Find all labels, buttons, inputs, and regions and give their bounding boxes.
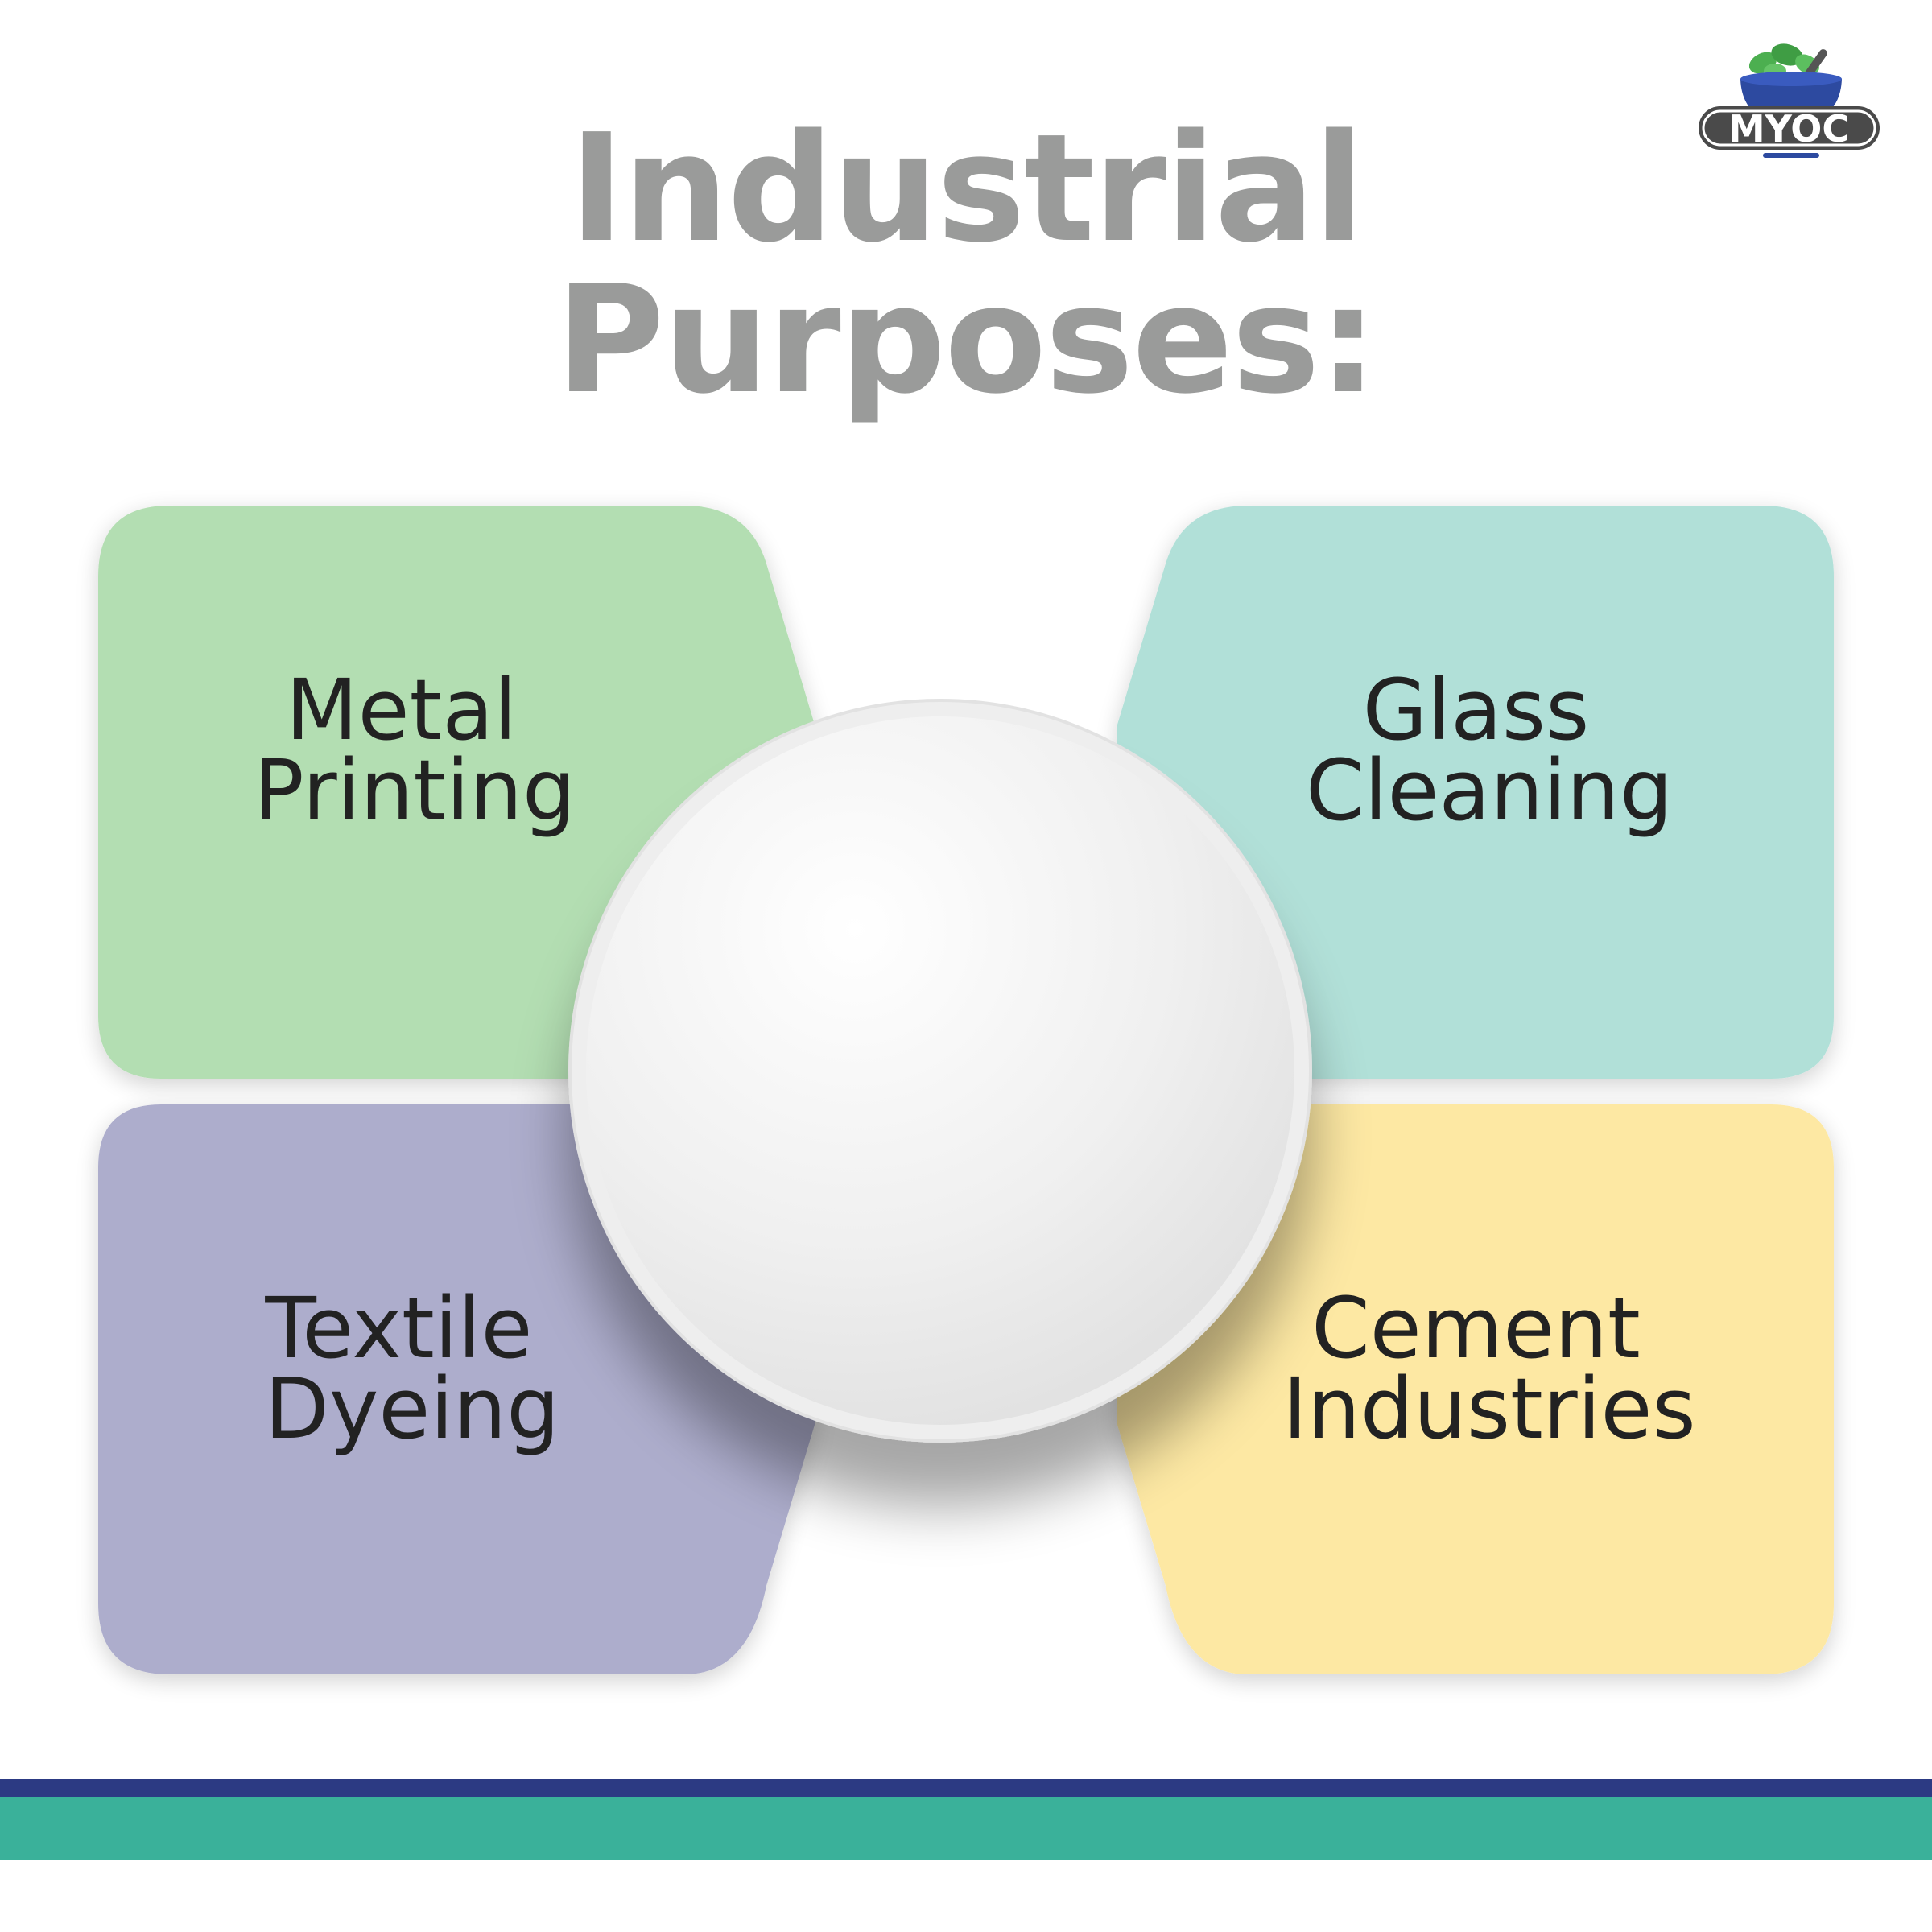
box-metal-printing-label: Metal Printing [254, 661, 576, 840]
box-textile-dyeing-line-1: Textile [264, 1279, 532, 1377]
myoc-logo: MYOC [1699, 43, 1880, 158]
box-cement-industries-label: Cement Industries [1282, 1279, 1695, 1458]
box-glass-cleaning-line-2: Cleaning [1306, 741, 1673, 840]
logo-underline [1763, 153, 1819, 158]
box-textile-dyeing-label: Textile Dyeing [264, 1279, 559, 1458]
box-cement-industries: Cement Industries [1117, 1104, 1834, 1674]
box-glass-cleaning-line-1: Glass [1363, 661, 1590, 759]
box-metal-printing-line-2: Printing [254, 741, 576, 840]
box-cement-industries-shape [1117, 1104, 1834, 1674]
footer-stripe-navy [0, 1779, 1932, 1797]
footer-stripe-teal [0, 1797, 1932, 1860]
logo-badge-inner [1702, 109, 1876, 147]
title-line-1: Industrial [568, 101, 1364, 275]
leaf-icon [1771, 43, 1803, 66]
page-title: Industrial Purposes: [0, 113, 1932, 415]
bowl-rim [1740, 72, 1842, 86]
center-circle [568, 699, 1312, 1443]
box-metal-printing-line-1: Metal [286, 661, 517, 759]
box-glass-cleaning-shape [1117, 506, 1834, 1079]
box-textile-dyeing-line-2: Dyeing [265, 1360, 559, 1458]
logo-badge [1699, 106, 1880, 150]
box-glass-cleaning: Glass Cleaning [1117, 506, 1834, 1079]
box-cement-industries-line-1: Cement [1311, 1279, 1641, 1377]
box-cement-industries-line-2: Industries [1282, 1360, 1695, 1458]
title-line-2: Purposes: [555, 253, 1378, 427]
center-circle-face [586, 716, 1294, 1425]
box-glass-cleaning-label: Glass Cleaning [1306, 661, 1673, 840]
logo-text: MYOC [1728, 107, 1849, 151]
